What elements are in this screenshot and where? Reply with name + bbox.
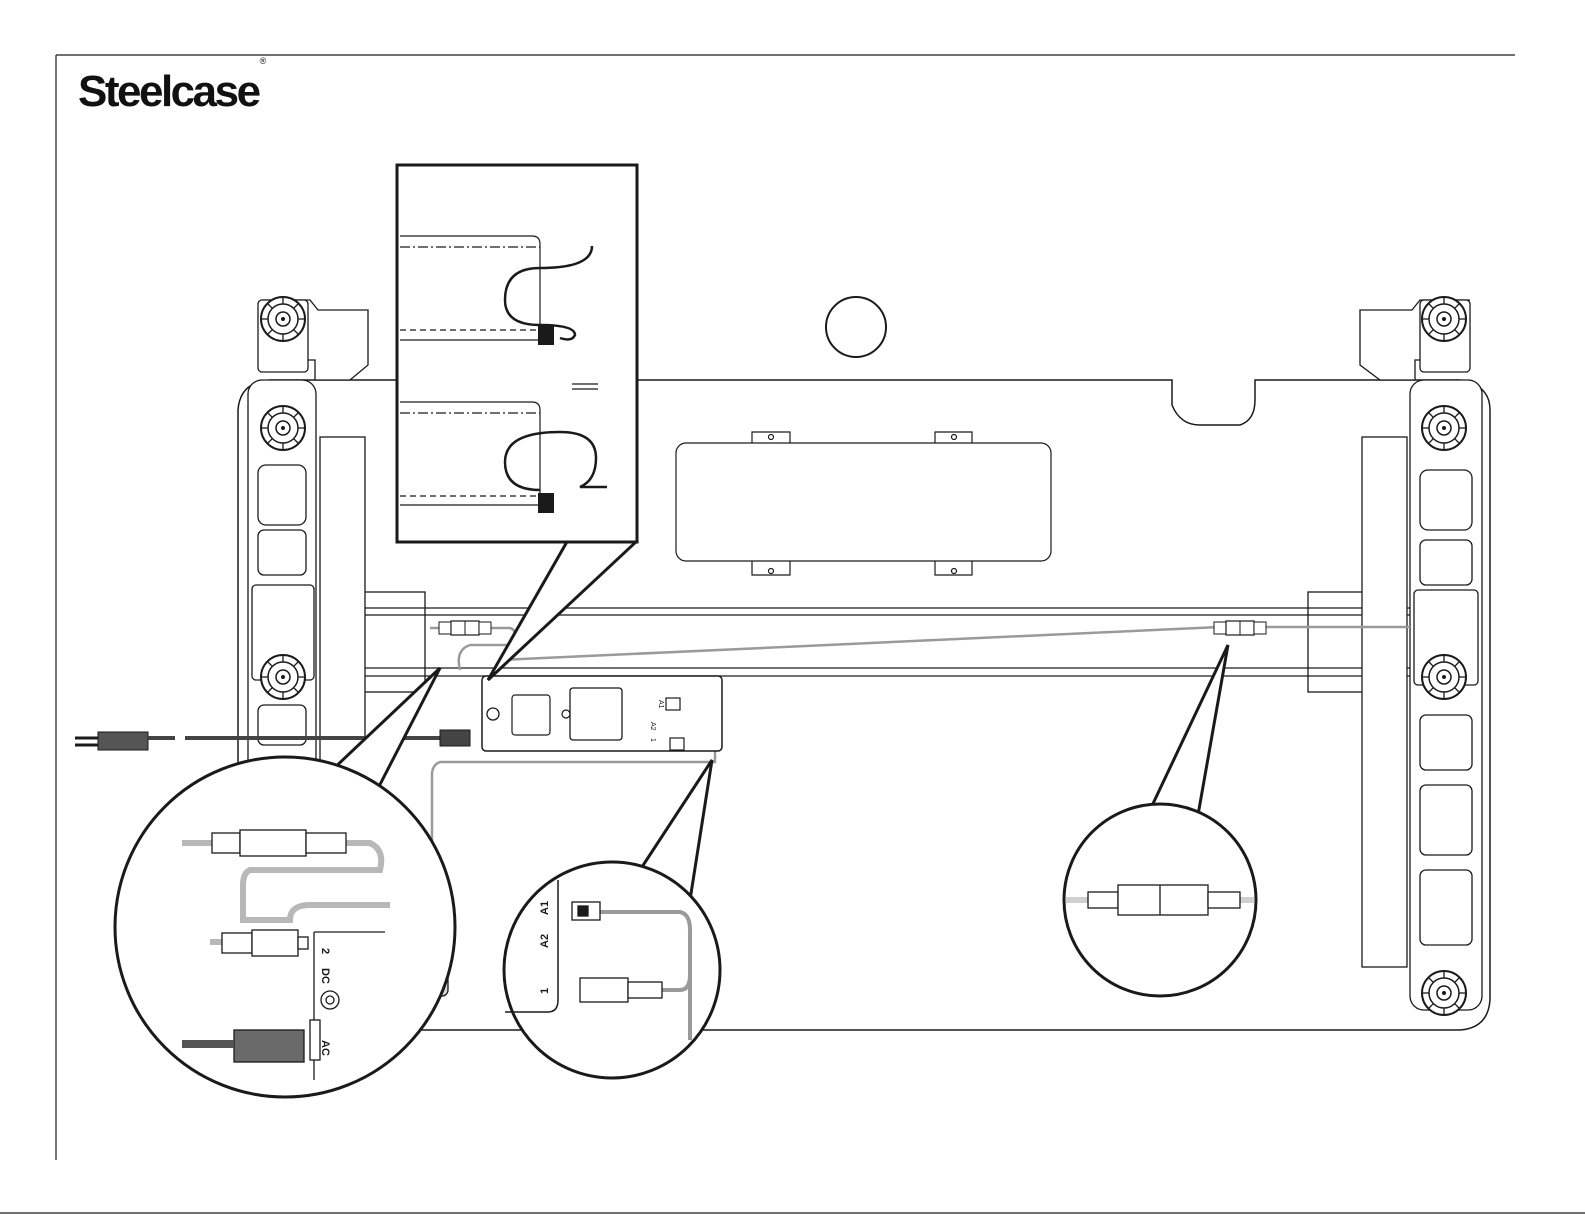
callout-ports: A1 A2 1 — [504, 760, 720, 1078]
control-box: A2 A1 1 — [482, 676, 722, 751]
pulley-right-lower — [1422, 655, 1466, 699]
label-ac: AC — [319, 1040, 331, 1056]
pulley-left-top — [261, 297, 305, 341]
pulley-left-lower — [261, 655, 305, 699]
pulley-left-upper — [261, 406, 305, 450]
pulley-right-upper — [1422, 406, 1466, 450]
grommet-hole — [826, 297, 886, 357]
cable-coupler-right — [1214, 621, 1266, 635]
leg-right — [1360, 300, 1482, 1010]
label-a1: A1 — [539, 901, 551, 915]
label-dc: DC — [319, 968, 331, 984]
cable-tray — [676, 432, 1051, 575]
pulley-right-bottom — [1422, 971, 1466, 1015]
motor-cable-right — [500, 627, 1410, 660]
inset-cable-loop — [397, 165, 638, 680]
callout-coupler — [1064, 645, 1256, 996]
cable-coupler-left — [439, 621, 491, 635]
box-label-a2: A2 — [649, 722, 656, 731]
pulley-right-top — [1422, 297, 1466, 341]
label-port-2: 2 — [319, 948, 331, 954]
label-a2: A2 — [539, 934, 551, 948]
box-label-1: 1 — [649, 738, 656, 742]
box-label-a1: A1 — [657, 700, 664, 709]
label-port-1: 1 — [539, 988, 551, 994]
